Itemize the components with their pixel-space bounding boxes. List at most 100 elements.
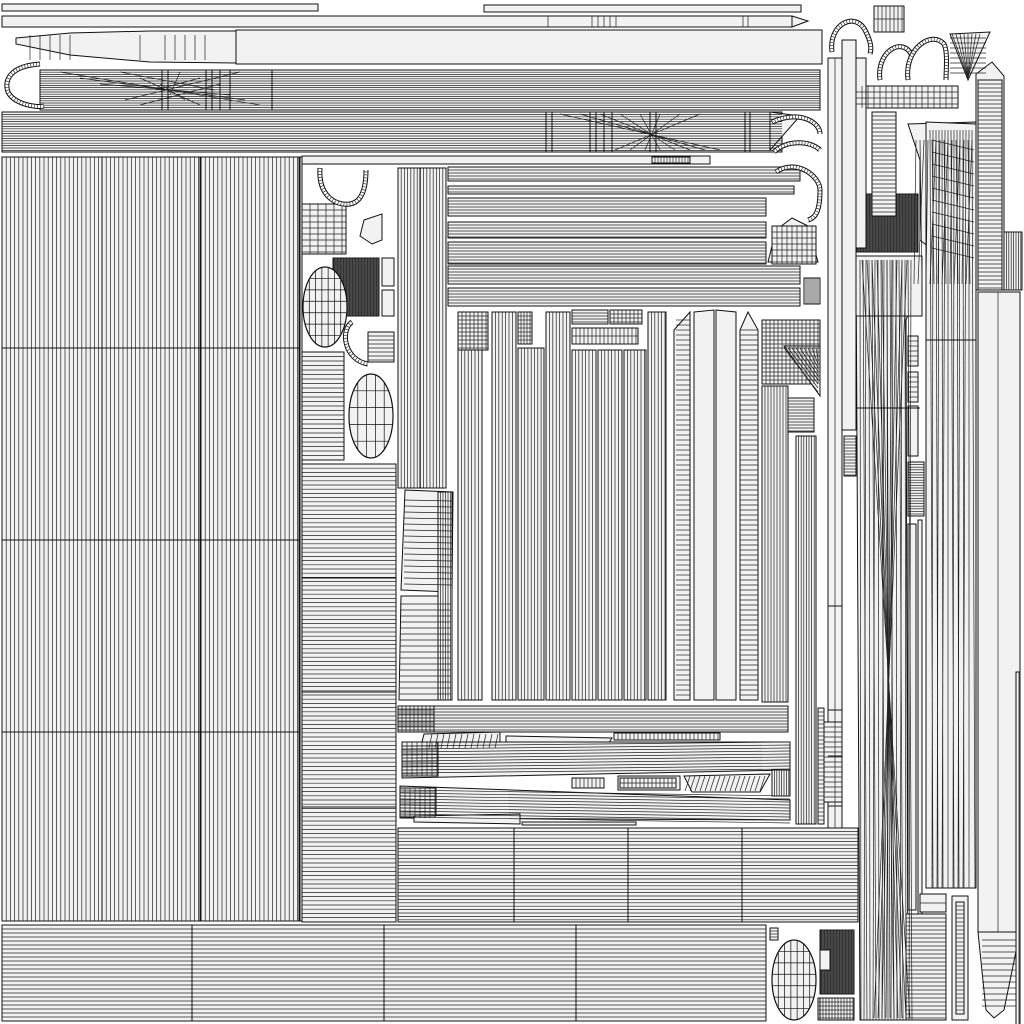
uv-wireframe-line — [684, 775, 691, 792]
uv-wireframe-line — [401, 768, 791, 774]
uv-wireframe-line — [403, 565, 453, 568]
uv-wireframe-line — [699, 775, 706, 792]
uv-wireframe-line — [476, 733, 481, 749]
uv-island — [977, 931, 1021, 1019]
uv-wireframe-line — [795, 347, 819, 381]
uv-wireframe-line — [399, 816, 791, 824]
uv-wireframe-line — [881, 259, 895, 1019]
uv-wireframe-line — [791, 347, 819, 385]
uv-wireframe-line — [873, 259, 908, 1019]
uv-wireframe-line — [709, 775, 716, 792]
uv-wireframe-line — [401, 747, 791, 753]
uv-wireframe-line — [139, 83, 221, 106]
uv-island — [1, 111, 783, 153]
oval-grid-patches — [302, 266, 817, 1021]
curved-strip — [905, 36, 949, 81]
uv-island — [413, 813, 521, 825]
curved-strip-inner — [775, 165, 822, 222]
uv-island — [521, 821, 637, 826]
uv-wireframe-line — [861, 259, 911, 1019]
uv-island — [15, 30, 237, 64]
uv-wireframe-line — [629, 113, 681, 151]
uv-wireframe-line — [579, 113, 706, 151]
uv-wireframe-line — [807, 347, 819, 369]
uv-island — [200, 156, 300, 922]
uv-island — [715, 309, 737, 701]
uv-wireframe-line — [470, 733, 475, 749]
uv-wireframe-line — [957, 129, 961, 889]
uv-wireframe-line — [967, 33, 981, 79]
uv-wireframe-line — [859, 259, 862, 1021]
uv-island — [761, 385, 789, 703]
uv-wireframe-line — [399, 804, 791, 812]
uv-island — [651, 156, 691, 164]
uv-wireframe-line — [866, 259, 907, 1019]
uv-wireframe-line — [803, 347, 819, 373]
uv-wireframe-line — [787, 347, 819, 389]
uv-wireframe-line — [639, 113, 661, 151]
uv-wireframe-line — [154, 77, 201, 91]
curved-strip-inner — [772, 141, 822, 154]
uv-wireframe-line — [917, 139, 925, 285]
uv-island — [1, 156, 103, 922]
curved-strips — [4, 18, 949, 367]
uv-wireframe-line — [494, 733, 499, 749]
uv-island — [791, 15, 810, 28]
curved-strip-inner — [318, 167, 368, 206]
uv-island — [623, 349, 647, 701]
uv-wireframe-line — [704, 775, 711, 792]
uv-island — [787, 397, 815, 433]
uv-island — [907, 405, 919, 457]
uv-wireframe-line — [403, 547, 453, 550]
uv-island — [855, 85, 959, 109]
uv-island — [917, 519, 923, 915]
uv-wireframe-line — [885, 259, 893, 1019]
uv-wireframe-line — [401, 765, 791, 771]
uv-wireframe-line — [403, 505, 453, 508]
uv-island — [977, 291, 1021, 933]
uv-island — [819, 997, 855, 1021]
uv-wireframe-line — [759, 775, 766, 792]
uv-island — [359, 213, 383, 245]
uv-island — [907, 461, 925, 517]
uv-wireframe-line — [399, 801, 791, 809]
uv-island — [101, 156, 201, 922]
uv-wireframe-line — [890, 259, 894, 1021]
uv-wireframe-line — [139, 77, 201, 106]
uv-wireframe-line — [644, 113, 661, 151]
uv-wireframe-line — [169, 71, 181, 96]
curved-strip-ticks — [906, 37, 948, 81]
uv-wireframe-line — [936, 129, 940, 889]
curved-strip — [4, 61, 45, 109]
uv-island — [447, 166, 801, 182]
uv-wireframe-line — [739, 775, 746, 792]
uv-island — [235, 29, 823, 65]
uv-wireframe-line — [482, 733, 487, 749]
uv-island — [977, 79, 1003, 291]
uv-island — [483, 4, 802, 13]
uv-wireframe-line — [941, 129, 946, 889]
uv-island — [367, 331, 395, 363]
uv-wireframe-line — [403, 523, 453, 526]
uv-wireframe-line — [403, 577, 453, 580]
uv-wireframe-line — [967, 33, 973, 79]
uv-wireframe-line — [811, 347, 819, 365]
uv-wireframe-line — [399, 792, 791, 800]
uv-wireframe-line — [401, 744, 791, 750]
uv-wireframe-line — [955, 33, 969, 79]
uv-wireframe-line — [931, 129, 934, 889]
uv-island — [855, 57, 867, 249]
curved-strip-ticks — [318, 167, 368, 206]
uv-wireframe-line — [399, 813, 791, 821]
uv-island — [693, 309, 715, 701]
uv-wireframe-line — [159, 83, 186, 101]
uv-island — [401, 741, 439, 777]
uv-island — [381, 257, 395, 287]
uv-island — [1015, 671, 1021, 1024]
uv-wireframe-line — [863, 259, 867, 1021]
uv-wireframe-line — [886, 259, 891, 1019]
uv-wireframe-line — [403, 583, 453, 586]
uv-wireframe-line — [729, 775, 736, 792]
uv-island — [1, 15, 793, 28]
uv-wireframe-line — [799, 347, 819, 377]
